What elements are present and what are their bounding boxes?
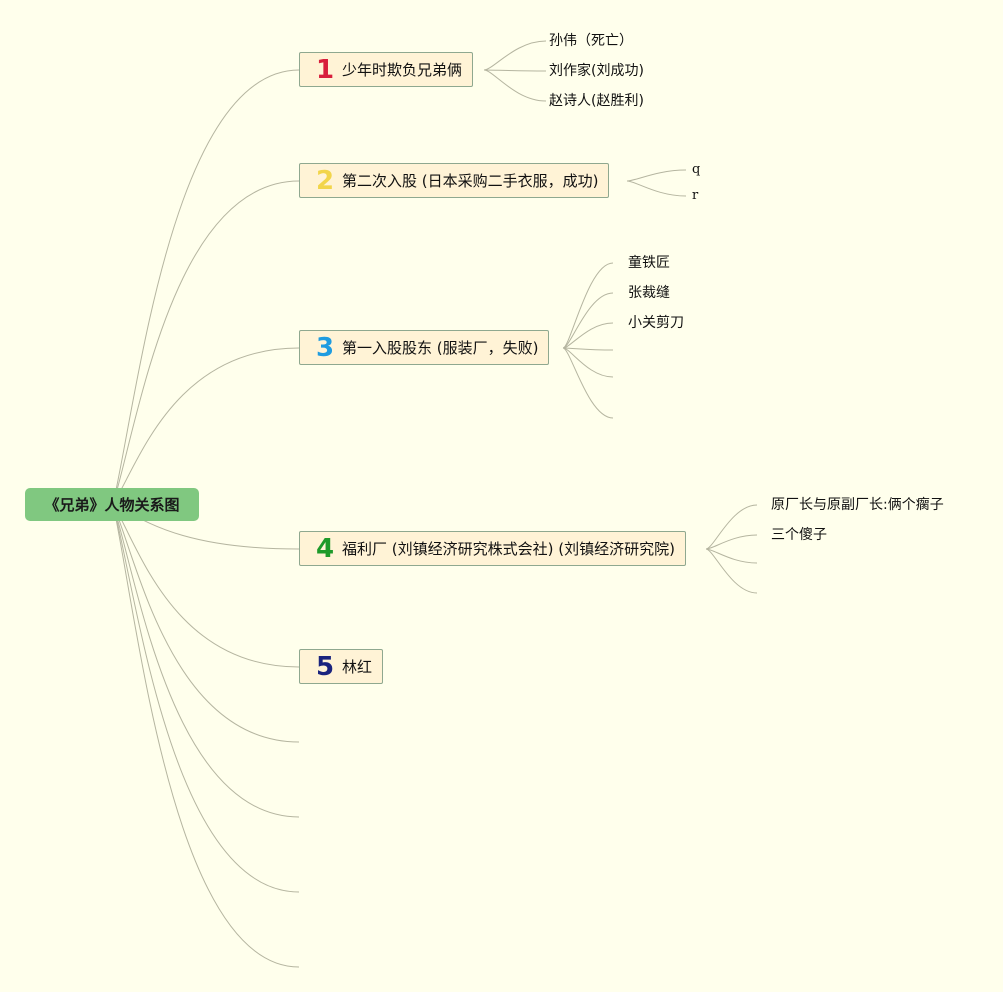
- leaf-node[interactable]: 原厂长与原副厂长:俩个瘸子: [771, 497, 944, 513]
- child-connector: [562, 347, 614, 378]
- child-connector: [626, 180, 687, 197]
- priority-5-icon: 5: [316, 651, 335, 682]
- child-connector: [705, 534, 758, 550]
- leaf-node[interactable]: 三个傻子: [771, 527, 827, 543]
- topic-5[interactable]: 5 林红: [299, 649, 384, 684]
- topic-3[interactable]: 3 第一入股股东 (服装厂，失败): [299, 330, 550, 365]
- topic-label: 福利厂 (刘镇经济研究株式会社) (刘镇经济研究院): [342, 540, 675, 558]
- child-connector: [562, 262, 614, 349]
- topic-1[interactable]: 1 少年时欺负兄弟俩: [299, 52, 474, 87]
- leaf-node[interactable]: 赵诗人(赵胜利): [549, 93, 644, 109]
- root-connector: [112, 347, 300, 505]
- leaf-node[interactable]: 小关剪刀: [628, 315, 684, 331]
- topic-label: 林红: [342, 658, 373, 676]
- topic-4[interactable]: 4 福利厂 (刘镇经济研究株式会社) (刘镇经济研究院): [299, 531, 686, 566]
- topic-label: 少年时欺负兄弟俩: [342, 61, 463, 79]
- priority-2-icon: 2: [316, 165, 335, 196]
- child-connector: [483, 69, 547, 102]
- root-connector: [112, 180, 300, 505]
- priority-4-icon: 4: [316, 533, 335, 564]
- root-connector: [112, 503, 300, 893]
- priority-3-icon: 3: [316, 332, 335, 363]
- root-connector: [112, 503, 300, 818]
- root-connector: [112, 69, 300, 505]
- child-connector: [626, 169, 687, 182]
- child-connector: [562, 322, 614, 349]
- root-connector: [112, 503, 300, 743]
- priority-1-icon: 1: [316, 54, 335, 85]
- root-connector: [112, 503, 300, 968]
- leaf-node[interactable]: 孙伟（死亡）: [549, 33, 633, 49]
- child-connector: [705, 548, 758, 594]
- leaf-node[interactable]: 刘作家(刘成功): [549, 63, 644, 79]
- root-node[interactable]: 《兄弟》人物关系图: [25, 488, 199, 521]
- leaf-node[interactable]: q: [692, 162, 701, 177]
- topic-label: 第一入股股东 (服装厂，失败): [342, 339, 539, 357]
- root-connector: [112, 503, 300, 668]
- child-connector: [562, 347, 614, 351]
- child-connector: [705, 548, 758, 564]
- child-connector: [705, 504, 758, 550]
- child-connector: [483, 40, 547, 71]
- child-connector: [562, 292, 614, 349]
- topic-label: 第二次入股 (日本采购二手衣服，成功): [342, 172, 599, 190]
- leaf-node[interactable]: 张裁缝: [628, 285, 670, 301]
- leaf-node[interactable]: r: [692, 188, 699, 203]
- child-connector: [483, 69, 547, 72]
- topic-2[interactable]: 2 第二次入股 (日本采购二手衣服，成功): [299, 163, 610, 198]
- leaf-node[interactable]: 童铁匠: [628, 255, 670, 271]
- child-connector: [562, 347, 614, 419]
